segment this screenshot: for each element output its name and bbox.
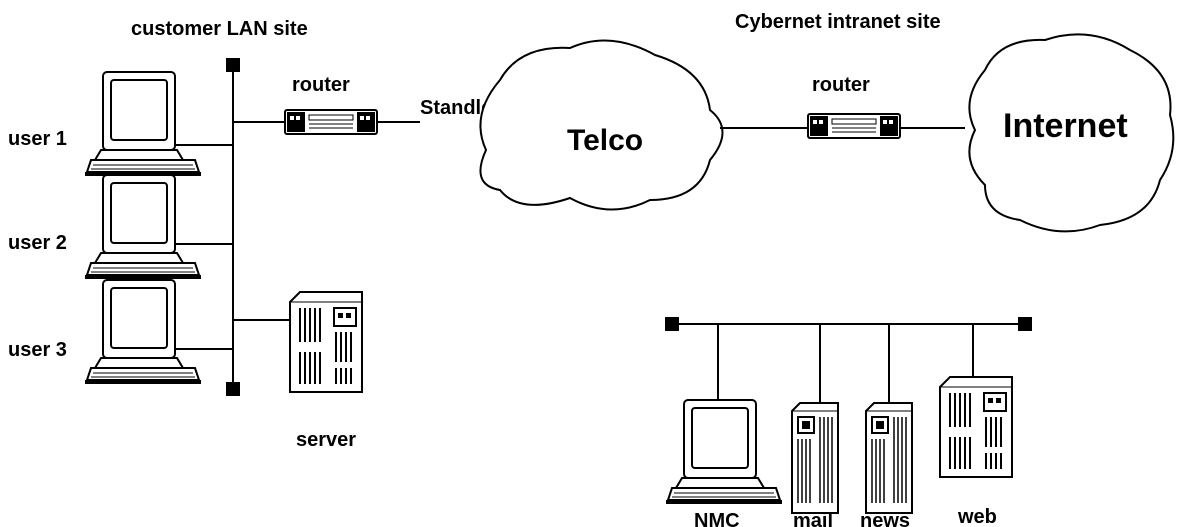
news-label: news [860,510,910,527]
server-icon[interactable] [289,291,363,393]
nmc-workstation-icon[interactable] [665,399,783,505]
user1-label: user 1 [8,128,67,150]
web-label: web [957,506,997,527]
router-left-icon[interactable] [284,109,378,135]
user3-label: user 3 [8,339,67,361]
news-server-icon[interactable] [865,402,913,514]
intranet-site-label: Cybernet intranet site [735,11,941,33]
intranet-lan-drops [717,324,974,403]
router-right-icon[interactable] [807,113,901,139]
customer-site-label: customer LAN site [131,18,308,40]
web-server-icon[interactable] [939,376,1013,478]
server-label: server [296,429,356,451]
mail-label: mail [793,510,833,527]
internet-label: Internet [1003,107,1128,145]
user1-workstation-icon[interactable] [84,71,202,177]
internet-cloud-icon [968,33,1175,233]
telco-cloud-icon [479,39,724,211]
user3-workstation-icon[interactable] [84,279,202,385]
mail-server-icon[interactable] [791,402,839,514]
user2-label: user 2 [8,232,67,254]
user2-workstation-icon[interactable] [84,174,202,280]
telco-label: Telco [567,124,643,157]
customer-lan-bus [226,58,240,396]
nmc-label: NMC [694,510,740,527]
router-left-label: router [292,74,350,96]
intranet-lan-bus [665,317,1032,331]
router-right-label: router [812,74,870,96]
